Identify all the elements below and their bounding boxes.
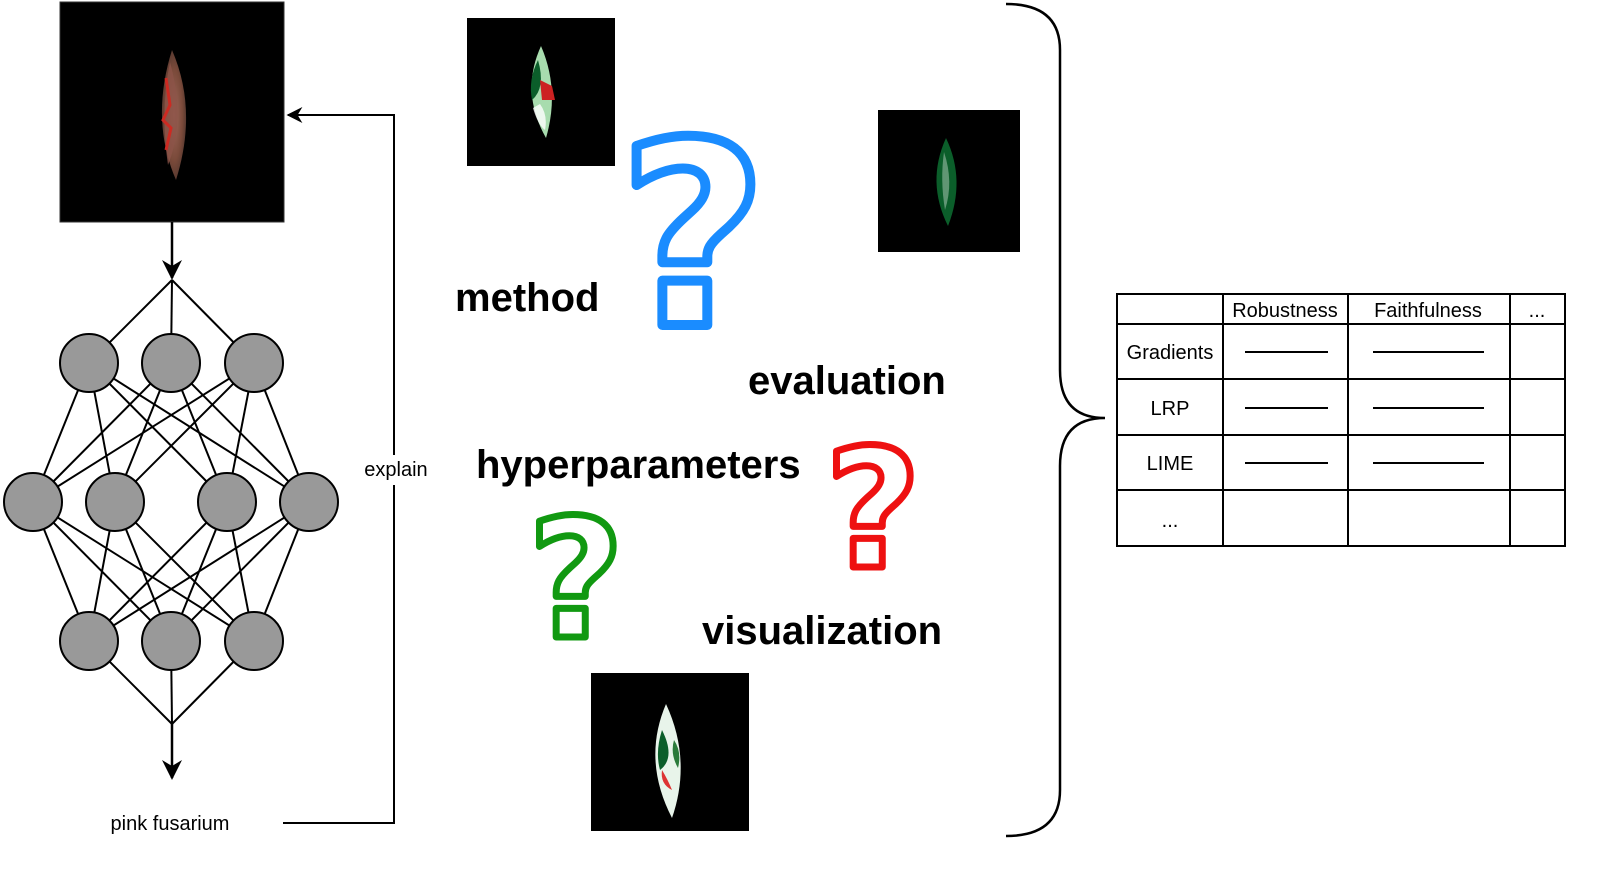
network-nodes (3, 333, 339, 671)
network-edge (170, 501, 310, 642)
row-label: LRP (1151, 398, 1190, 420)
row-label: LIME (1147, 453, 1194, 475)
output-label: pink fusarium (111, 813, 230, 835)
network-edge (32, 362, 172, 503)
question-mark-blue: ? (619, 89, 767, 386)
network-neuron (224, 333, 284, 393)
table-row-labels: Gradients LRP LIME ... (1127, 342, 1214, 532)
grouping-brace (1005, 2, 1106, 838)
question-mark-red: ? (825, 414, 921, 606)
heatmap-image-visualization (591, 673, 749, 831)
network-neuron (141, 333, 201, 393)
network-edge (88, 362, 228, 503)
question-mark-green: ? (528, 484, 624, 676)
explain-label: explain (364, 459, 427, 481)
network-neuron (279, 472, 339, 532)
row-label: Gradients (1127, 342, 1214, 364)
results-table (1116, 293, 1566, 547)
network-neuron (85, 472, 145, 532)
table-header: Robustness Faithfulness ... (1232, 300, 1545, 322)
network-edge (32, 362, 255, 503)
row-label: ... (1162, 510, 1179, 532)
network-neuron (3, 472, 63, 532)
column-header: Faithfulness (1374, 300, 1482, 322)
network-edge (114, 362, 255, 503)
column-header: ... (1529, 300, 1546, 322)
keyword-evaluation: evaluation (748, 359, 946, 403)
keyword-visualization: visualization (702, 609, 942, 653)
heatmap-image-evaluation (878, 110, 1020, 252)
keyword-method: method (455, 276, 599, 320)
column-header: Robustness (1232, 300, 1338, 322)
network-neuron (197, 472, 257, 532)
heatmap-image-method (467, 18, 615, 166)
network-edge (88, 501, 228, 642)
network-edge (114, 501, 255, 642)
network-edge (88, 501, 310, 642)
input-image (59, 1, 285, 223)
keyword-hyperparameters: hyperparameters (476, 443, 801, 487)
network-neuron (59, 611, 119, 671)
network-neuron (141, 611, 201, 671)
network-neuron (59, 333, 119, 393)
network-neuron (224, 611, 284, 671)
